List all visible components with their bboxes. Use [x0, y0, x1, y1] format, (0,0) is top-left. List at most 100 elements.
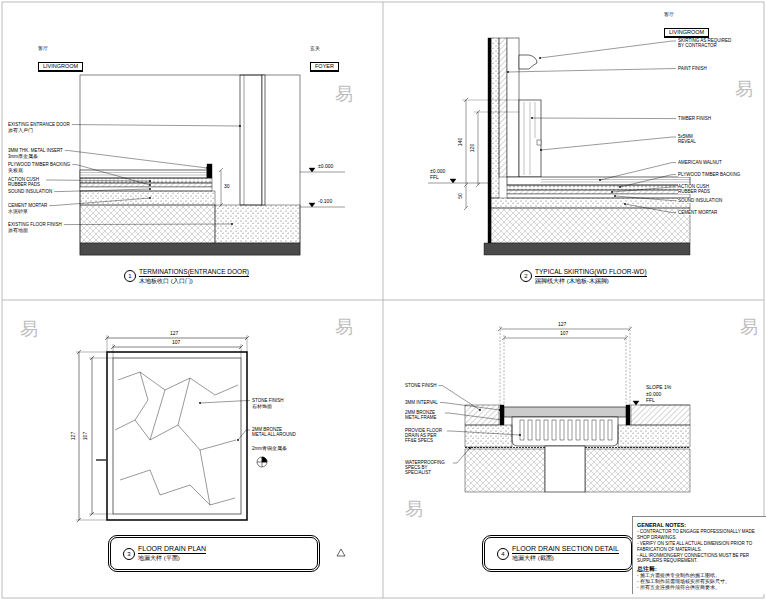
skirting-section	[524, 102, 535, 175]
drain-section	[536, 420, 540, 440]
skirting-section	[499, 38, 507, 177]
skirting-section	[450, 179, 456, 183]
leader-dot	[499, 409, 501, 411]
callout-text: TIMBER FINISH	[678, 116, 711, 121]
drain-section	[465, 405, 499, 425]
threshold-section	[80, 183, 212, 187]
dimension-text: 120	[470, 144, 476, 152]
dimension-text: ±0.000	[430, 169, 445, 175]
watermark: 易	[405, 500, 423, 518]
callout-text: 2MM BRONZE METAL FRAME	[405, 410, 443, 420]
skirting-section	[507, 185, 690, 190]
drain-section	[545, 446, 585, 492]
skirting-section	[464, 98, 480, 210]
drain-section	[633, 401, 639, 405]
leader-dot	[531, 117, 533, 119]
detail-title-box: 4FLOOR DRAIN SECTION DETAIL地漏大样 (截面)	[482, 535, 634, 572]
leader-line	[612, 187, 676, 192]
threshold-section	[207, 164, 212, 178]
leader-dot	[619, 186, 621, 188]
skirting-section	[428, 38, 690, 255]
dimension-text: FFL	[646, 398, 655, 404]
leader-line	[508, 69, 676, 72]
detail-title-box: 3FLOOR DRAIN PLAN地漏大样 (平面)	[108, 535, 320, 572]
title-column: TYPICAL SKIRTING(WD FLOOR-WD)踢脚线大样 (木地板-…	[535, 268, 647, 285]
drain-section	[600, 420, 604, 440]
leader-line	[620, 175, 676, 187]
leader-dot	[206, 167, 208, 169]
leader-line	[440, 403, 500, 410]
drain-plan	[76, 335, 345, 556]
leader-dot	[479, 409, 481, 411]
note-item: - 所有五金连接件须符合供应商要求。	[637, 585, 762, 591]
general-notes-box: GENERAL NOTES:- CONTRACTOR TO ENGAGE PRO…	[632, 516, 766, 594]
watermark: 易	[735, 80, 753, 98]
callout-text: CEMENT MORTAR	[678, 210, 717, 215]
drain-section	[618, 425, 690, 447]
callout-text: EXISTING FLOOR FINISH	[8, 222, 62, 227]
note-item: - CONTRACTOR TO ENGAGE PROFESSIONALLY MA…	[637, 529, 762, 541]
skirting-section	[507, 38, 519, 177]
skirting-section	[491, 208, 690, 243]
detail-title-en: TYPICAL SKIRTING(WD FLOOR-WD)	[535, 268, 647, 277]
threshold-section	[219, 168, 223, 207]
detail-title-en: FLOOR DRAIN PLAN	[138, 545, 206, 554]
threshold-section	[80, 170, 207, 178]
detail-title-cn: 地漏大样 (平面)	[138, 555, 206, 562]
detail-title-en: FLOOR DRAIN SECTION DETAIL	[512, 545, 619, 554]
room-name-cn: 客厅	[664, 13, 674, 18]
drain-section	[568, 420, 572, 440]
callout-text: SOUND INSULATION	[8, 189, 52, 194]
threshold-section	[80, 173, 207, 176]
leader-dot	[231, 223, 233, 225]
callout-text: PLYWOOD TIMBER BACKING	[8, 162, 70, 167]
callout-text: ACTION CUSH RUBBER PADS	[8, 177, 44, 187]
leader-dot	[149, 197, 151, 199]
leader-dot	[237, 439, 239, 441]
detail-number: 2	[520, 270, 532, 282]
room-tag: 客厅LIVINGROOM	[38, 54, 83, 72]
drain-section	[500, 405, 504, 425]
drain-section	[560, 420, 564, 440]
callout-text: 5x5MM REVEAL	[678, 134, 702, 144]
watermark: 易	[740, 318, 758, 336]
watermark: 易	[335, 85, 353, 103]
leader-line	[238, 430, 250, 440]
room-name-cn: 玄关	[310, 47, 320, 52]
callout-text: 3MM INTERVAL	[405, 400, 438, 405]
drain-section	[528, 420, 532, 440]
leader-line	[615, 196, 676, 201]
detail-number: 3	[123, 548, 135, 560]
leader-line	[540, 41, 676, 58]
drain-section	[465, 449, 545, 492]
threshold-section	[300, 172, 345, 173]
dimension-text: 50	[458, 193, 464, 199]
detail-title: 2TYPICAL SKIRTING(WD FLOOR-WD)踢脚线大样 (木地板…	[520, 268, 647, 285]
skirting-section	[519, 100, 541, 177]
dimension-text: SLOPE 1%	[646, 385, 671, 391]
skirting-section	[537, 140, 541, 145]
drain-section	[512, 417, 618, 446]
threshold-section	[244, 75, 245, 205]
threshold-section	[240, 75, 262, 205]
leader-line	[200, 401, 250, 403]
room-tag: 客厅LIVINGROOM	[664, 20, 709, 38]
notes-heading: 总注释:	[637, 566, 762, 573]
drain-plan	[337, 549, 345, 556]
leader-line	[72, 165, 150, 185]
leader-dot	[501, 419, 503, 421]
skirting-section	[507, 177, 690, 185]
skirting-section	[507, 194, 690, 198]
notes-heading: GENERAL NOTES:	[637, 522, 762, 529]
leader-dot	[469, 447, 471, 449]
drain-plan	[107, 335, 247, 358]
drain-plan	[105, 336, 249, 349]
skirting-section	[488, 38, 491, 243]
detail-number: 1	[124, 270, 136, 282]
skirting-section	[428, 183, 488, 184]
room-name: LIVINGROOM	[664, 28, 709, 38]
room-name: LIVINGROOM	[38, 62, 83, 72]
callout-text: CEMENT MORTAR	[8, 203, 47, 208]
title-column: FLOOR DRAIN SECTION DETAIL地漏大样 (截面)	[512, 545, 619, 563]
